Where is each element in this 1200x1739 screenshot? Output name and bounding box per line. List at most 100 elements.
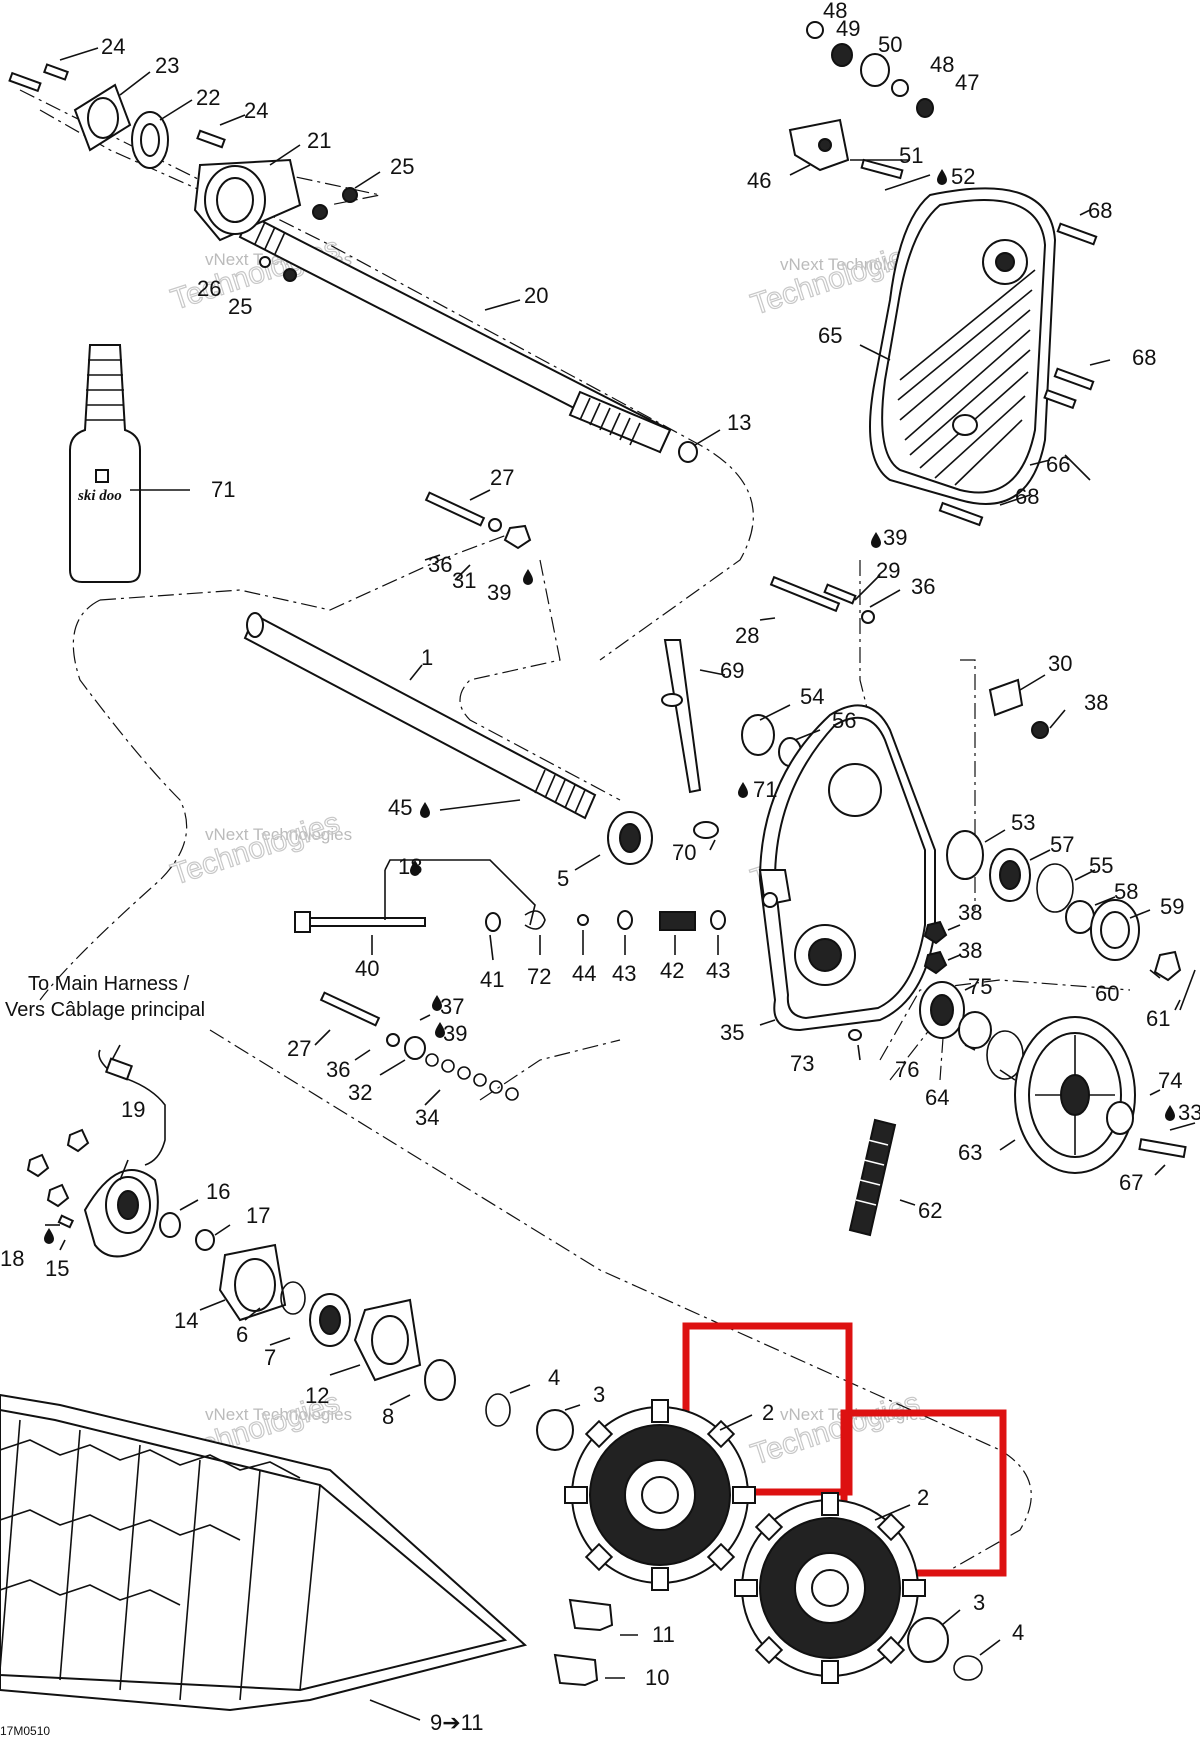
part-label-64: 64 [925,1085,949,1110]
part-label-71: 71 [753,777,777,802]
part-label-25: 25 [228,294,252,319]
part-label-38: 38 [958,900,982,925]
part-label-18: 18 [0,1246,24,1271]
part-label-4: 4 [548,1365,560,1390]
drop-icon [420,802,430,818]
chaincase-cover-assembly [788,21,1098,527]
part-label-13: 13 [727,410,751,435]
part-label-68: 68 [1132,345,1156,370]
assembly-paths [19,89,1131,1571]
part-label-27: 27 [287,1036,311,1061]
drive-shaft-assembly [8,63,698,463]
note-main-harness-fr: Vers Câblage principal [5,999,205,1021]
part-label-61: 61 [1146,1006,1170,1031]
part-label-16: 16 [206,1179,230,1204]
part-label-71: 71 [211,477,235,502]
part-label-3: 3 [973,1590,985,1615]
part-label-30: 30 [1048,651,1072,676]
svg-text:Technologies: Technologies [747,1386,924,1472]
part-label-41: 41 [480,967,504,992]
note-main-harness-en: To Main Harness / [28,973,190,995]
part-label-54: 54 [800,684,824,709]
drawing-code: 17M0510 [0,1724,50,1738]
part-label-46: 46 [747,168,771,193]
bearing-housing-assembly [26,1049,574,1451]
part-label-32: 32 [348,1080,372,1105]
part-label-44: 44 [572,961,596,986]
part-label-51: 51 [899,143,923,168]
svg-text:Technologies: Technologies [167,806,344,892]
sprocket-upper [564,1399,756,1591]
part-label-9-11: 9➔11 [430,1710,484,1735]
drop-icon [871,532,881,548]
part-label-70: 70 [672,840,696,865]
drop-icon [937,169,947,185]
part-label-74: 74 [1158,1068,1182,1093]
part-label-24: 24 [244,98,268,123]
part-label-27: 27 [490,465,514,490]
part-label-14: 14 [174,1308,198,1333]
part-label-15: 15 [45,1256,69,1281]
part-label-48: 48 [823,0,847,23]
part-label-58: 58 [1114,879,1138,904]
part-label-1: 1 [421,645,433,670]
part-label-69: 69 [720,658,744,683]
drop-icon [44,1228,54,1244]
part-label-38: 38 [1084,690,1108,715]
part-label-26: 26 [197,276,221,301]
part-label-19: 19 [121,1097,145,1122]
part-label-75: 75 [968,974,992,999]
part-label-37: 37 [440,994,464,1019]
svg-text:vNext Technologies: vNext Technologies [205,1405,352,1424]
part-label-2: 2 [917,1485,929,1510]
highlight-box-1 [682,1322,853,1496]
part-label-36: 36 [326,1057,350,1082]
chaincase-housing [758,704,936,1032]
track-section [0,1393,614,1712]
drive-sprockets [564,1399,983,1684]
part-label-21: 21 [307,128,331,153]
part-label-3: 3 [593,1382,605,1407]
part-label-39: 39 [883,525,907,550]
part-label-53: 53 [1011,810,1035,835]
part-label-25: 25 [390,154,414,179]
part-label-62: 62 [918,1198,942,1223]
svg-text:ski doo: ski doo [77,488,122,504]
part-label-23: 23 [155,53,179,78]
lower-bolt-set [319,991,519,1101]
part-label-38: 38 [958,938,982,963]
drop-icon [1165,1105,1175,1121]
part-label-45: 45 [388,795,412,820]
part-label-12: 12 [305,1383,329,1408]
part-label-17: 17 [246,1203,270,1228]
lubricant-bottle: ski doo [69,344,141,583]
tensioner-bolt-row [294,910,726,933]
part-label-55: 55 [1089,853,1113,878]
drop-icon [523,569,533,585]
part-label-36: 36 [428,552,452,577]
part-label-73: 73 [790,1051,814,1076]
part-label-50: 50 [878,32,902,57]
gear-assembly [848,678,1196,1237]
part-label-57: 57 [1050,832,1074,857]
part-label-2: 2 [762,1400,774,1425]
part-label-72: 72 [527,964,551,989]
watermark-6: vNext Technologies Technologies [746,1386,927,1473]
part-label-43: 43 [612,961,636,986]
sprocket-lower [734,1492,926,1684]
part-label-76: 76 [895,1057,919,1082]
svg-text:vNext Technologies: vNext Technologies [205,825,352,844]
svg-text:vNext Technologies: vNext Technologies [780,255,927,274]
part-label-56: 56 [832,708,856,733]
part-label-43: 43 [706,958,730,983]
part-label-33: 33 [1178,1100,1200,1125]
part-label-11: 11 [652,1622,675,1647]
part-label-60: 60 [1095,981,1119,1006]
part-label-4: 4 [1012,1620,1024,1645]
part-label-39: 39 [443,1021,467,1046]
part-label-39: 39 [487,580,511,605]
part-label-22: 22 [196,85,220,110]
part-label-35: 35 [720,1020,744,1045]
part-label-42: 42 [660,958,684,983]
